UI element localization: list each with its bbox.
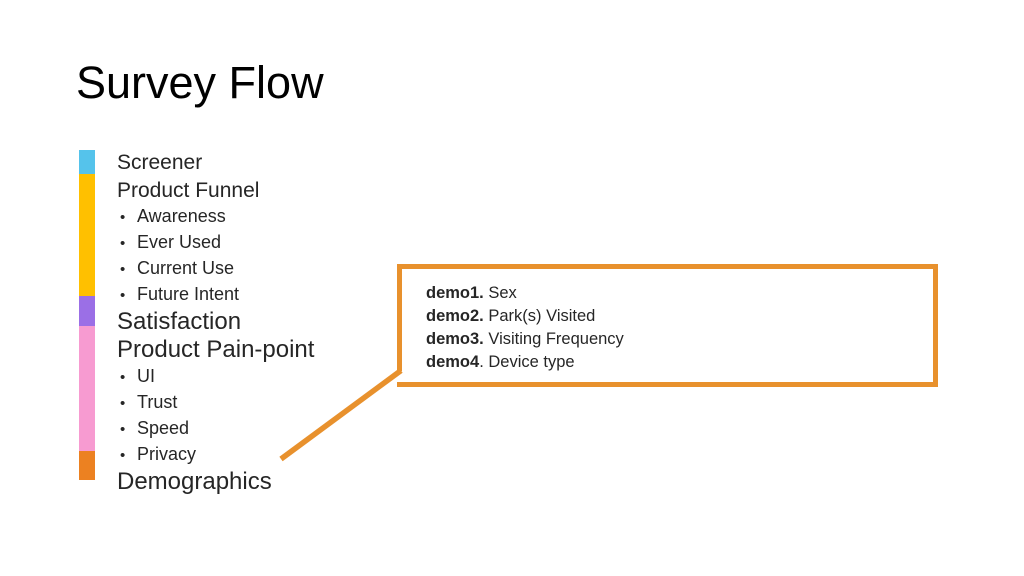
- bullet-dot-icon: •: [120, 287, 126, 304]
- bullet-item: • Awareness: [117, 204, 314, 230]
- demo-question: demo2. Park(s) Visited: [426, 305, 933, 328]
- bullet-item: • Ever Used: [117, 230, 314, 256]
- bullet-item: • Future Intent: [117, 282, 314, 308]
- bullet-label: Current Use: [137, 258, 235, 278]
- bullet-dot-icon: •: [120, 447, 126, 464]
- bullet-dot-icon: •: [120, 209, 126, 226]
- demo-question: demo4. Device type: [426, 351, 933, 374]
- bullet-label: Speed: [137, 418, 190, 438]
- demo-callout-box: demo1. Sex demo2. Park(s) Visited demo3.…: [397, 264, 938, 387]
- bullet-label: Trust: [137, 392, 178, 412]
- bullet-label: Awareness: [137, 206, 226, 226]
- section-label-product-pain-point: Product Pain-point: [117, 336, 315, 363]
- bullet-label: Future Intent: [137, 284, 240, 304]
- demo-question: demo3. Visiting Frequency: [426, 328, 933, 351]
- bullet-label: Ever Used: [137, 232, 222, 252]
- bar-segment-product-funnel: [79, 174, 95, 296]
- bullet-dot-icon: •: [120, 235, 126, 252]
- demo-question-label: . Device type: [479, 353, 575, 371]
- bar-segment-demographics: [79, 451, 95, 480]
- demo-question-label: Visiting Frequency: [483, 330, 624, 348]
- survey-flow-list: Screener Product Funnel • Awareness • Ev…: [117, 149, 314, 496]
- bullet-dot-icon: •: [120, 395, 126, 412]
- bullet-dot-icon: •: [120, 421, 126, 438]
- bullet-item: • Trust: [117, 390, 314, 416]
- bullet-dot-icon: •: [120, 261, 126, 278]
- demo-question-label: Sex: [483, 284, 517, 302]
- demo-question-id: demo2.: [426, 307, 484, 325]
- bar-segment-satisfaction: [79, 296, 95, 326]
- bullet-item: • Speed: [117, 416, 314, 442]
- bullet-label: Privacy: [137, 444, 197, 464]
- bullet-item: • UI: [117, 364, 314, 390]
- bullet-item: • Current Use: [117, 256, 314, 282]
- demo-question-label: Park(s) Visited: [483, 307, 596, 325]
- section-label-demographics: Demographics: [117, 468, 272, 495]
- bar-segment-screener: [79, 150, 95, 174]
- bar-segment-product-pain-point: [79, 326, 95, 451]
- section-label-screener: Screener: [117, 151, 203, 174]
- demo-question: demo1. Sex: [426, 282, 933, 305]
- demo-question-id: demo3.: [426, 330, 484, 348]
- demo-question-id: demo4: [426, 353, 480, 371]
- bullet-item: • Privacy: [117, 442, 314, 468]
- section-label-product-funnel: Product Funnel: [117, 178, 260, 202]
- demo-question-id: demo1.: [426, 284, 484, 302]
- section-label-satisfaction: Satisfaction: [117, 308, 242, 335]
- bullet-dot-icon: •: [120, 369, 126, 386]
- flow-color-bar: [79, 150, 95, 480]
- slide-title: Survey Flow: [76, 57, 324, 108]
- bullet-label: UI: [137, 366, 155, 386]
